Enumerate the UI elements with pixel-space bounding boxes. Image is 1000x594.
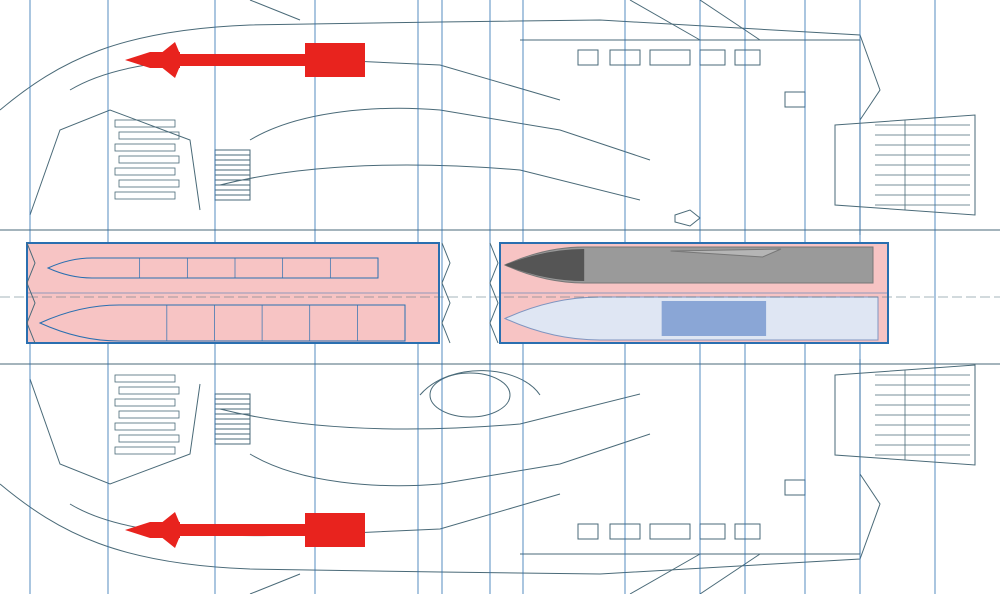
line-missile-upper	[46, 257, 379, 279]
grey-missile	[503, 246, 874, 284]
forward-bay	[26, 242, 440, 344]
line-missile-lower	[38, 304, 406, 342]
lower-nozzle	[834, 364, 976, 466]
lower-intake-grille	[114, 374, 180, 455]
upper-vent-grille	[214, 149, 251, 201]
pale-blue-missile	[503, 296, 879, 341]
upper-nozzle	[834, 114, 976, 216]
bay-door-edge	[26, 242, 36, 344]
intake-grilles	[114, 119, 180, 455]
lower-external-missile	[125, 512, 365, 548]
bay-door-edge	[441, 242, 451, 344]
upper-intake-grille	[114, 119, 180, 200]
bay-door-edge	[489, 242, 499, 344]
bay-missiles	[38, 246, 879, 342]
external-missiles	[125, 42, 365, 548]
upper-external-missile	[125, 42, 365, 78]
engine-nozzles	[834, 114, 976, 466]
lower-vent-grille	[214, 393, 251, 445]
